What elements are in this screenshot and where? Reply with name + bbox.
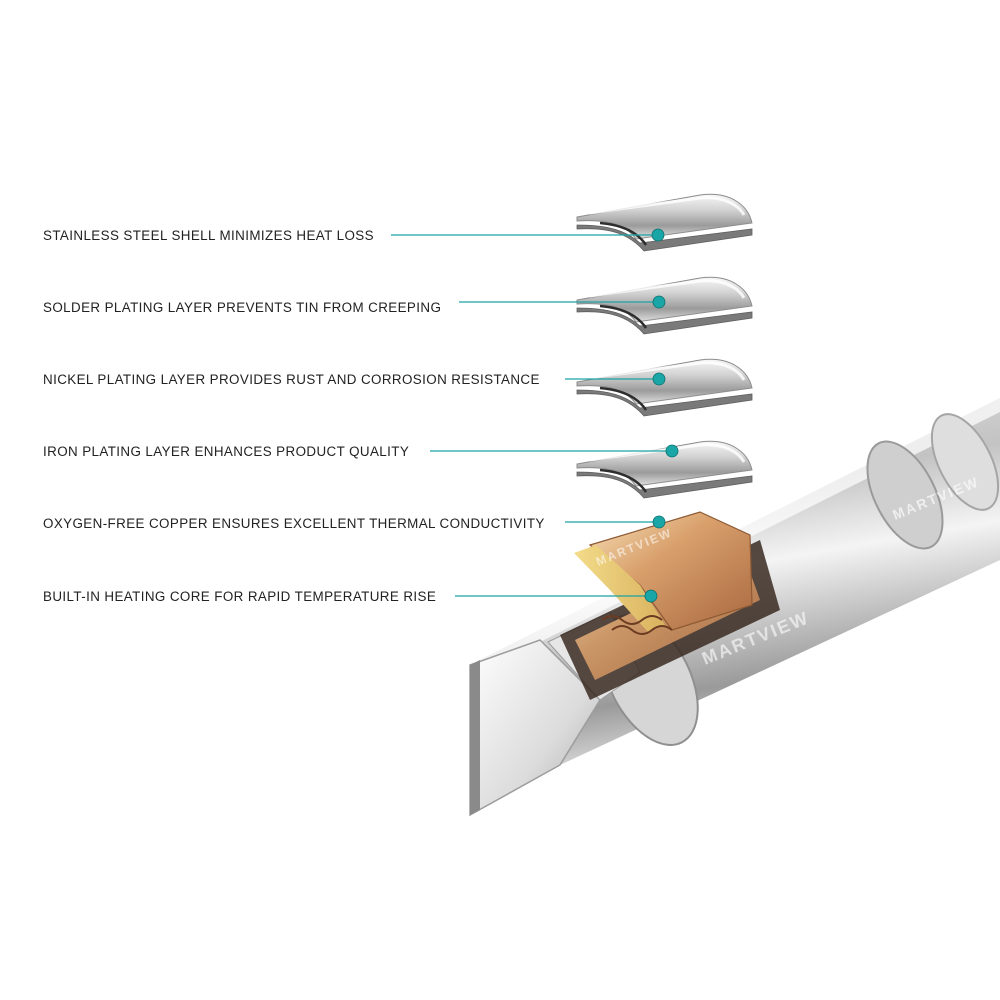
- layer-shell-stainless-steel: [576, 193, 753, 252]
- leader-dot-copper-core: [652, 515, 666, 529]
- label-iron-plating: IRON PLATING LAYER ENHANCES PRODUCT QUAL…: [43, 444, 410, 459]
- leader-dot-solder-plating: [652, 295, 666, 309]
- layer-shell-iron-plating: [576, 440, 753, 499]
- label-copper-core: OXYGEN-FREE COPPER ENSURES EXCELLENT THE…: [43, 516, 545, 531]
- leader-dot-nickel-plating: [652, 372, 666, 386]
- tip-shaft: MARTVIEW MARTVIEW MARTVIEW: [469, 398, 1000, 817]
- heating-core-coils: [601, 615, 673, 635]
- layer-shell-nickel-plating: [576, 358, 753, 417]
- leader-dot-iron-plating: [665, 444, 679, 458]
- leader-dot-stainless-steel: [651, 228, 665, 242]
- layer-shell-solder-plating: [576, 276, 753, 335]
- label-nickel-plating: NICKEL PLATING LAYER PROVIDES RUST AND C…: [43, 372, 540, 387]
- label-solder-plating: SOLDER PLATING LAYER PREVENTS TIN FROM C…: [43, 300, 442, 315]
- leader-dot-heating-core: [644, 589, 658, 603]
- label-stainless-steel: STAINLESS STEEL SHELL MINIMIZES HEAT LOS…: [43, 228, 374, 243]
- label-heating-core: BUILT-IN HEATING CORE FOR RAPID TEMPERAT…: [43, 589, 437, 604]
